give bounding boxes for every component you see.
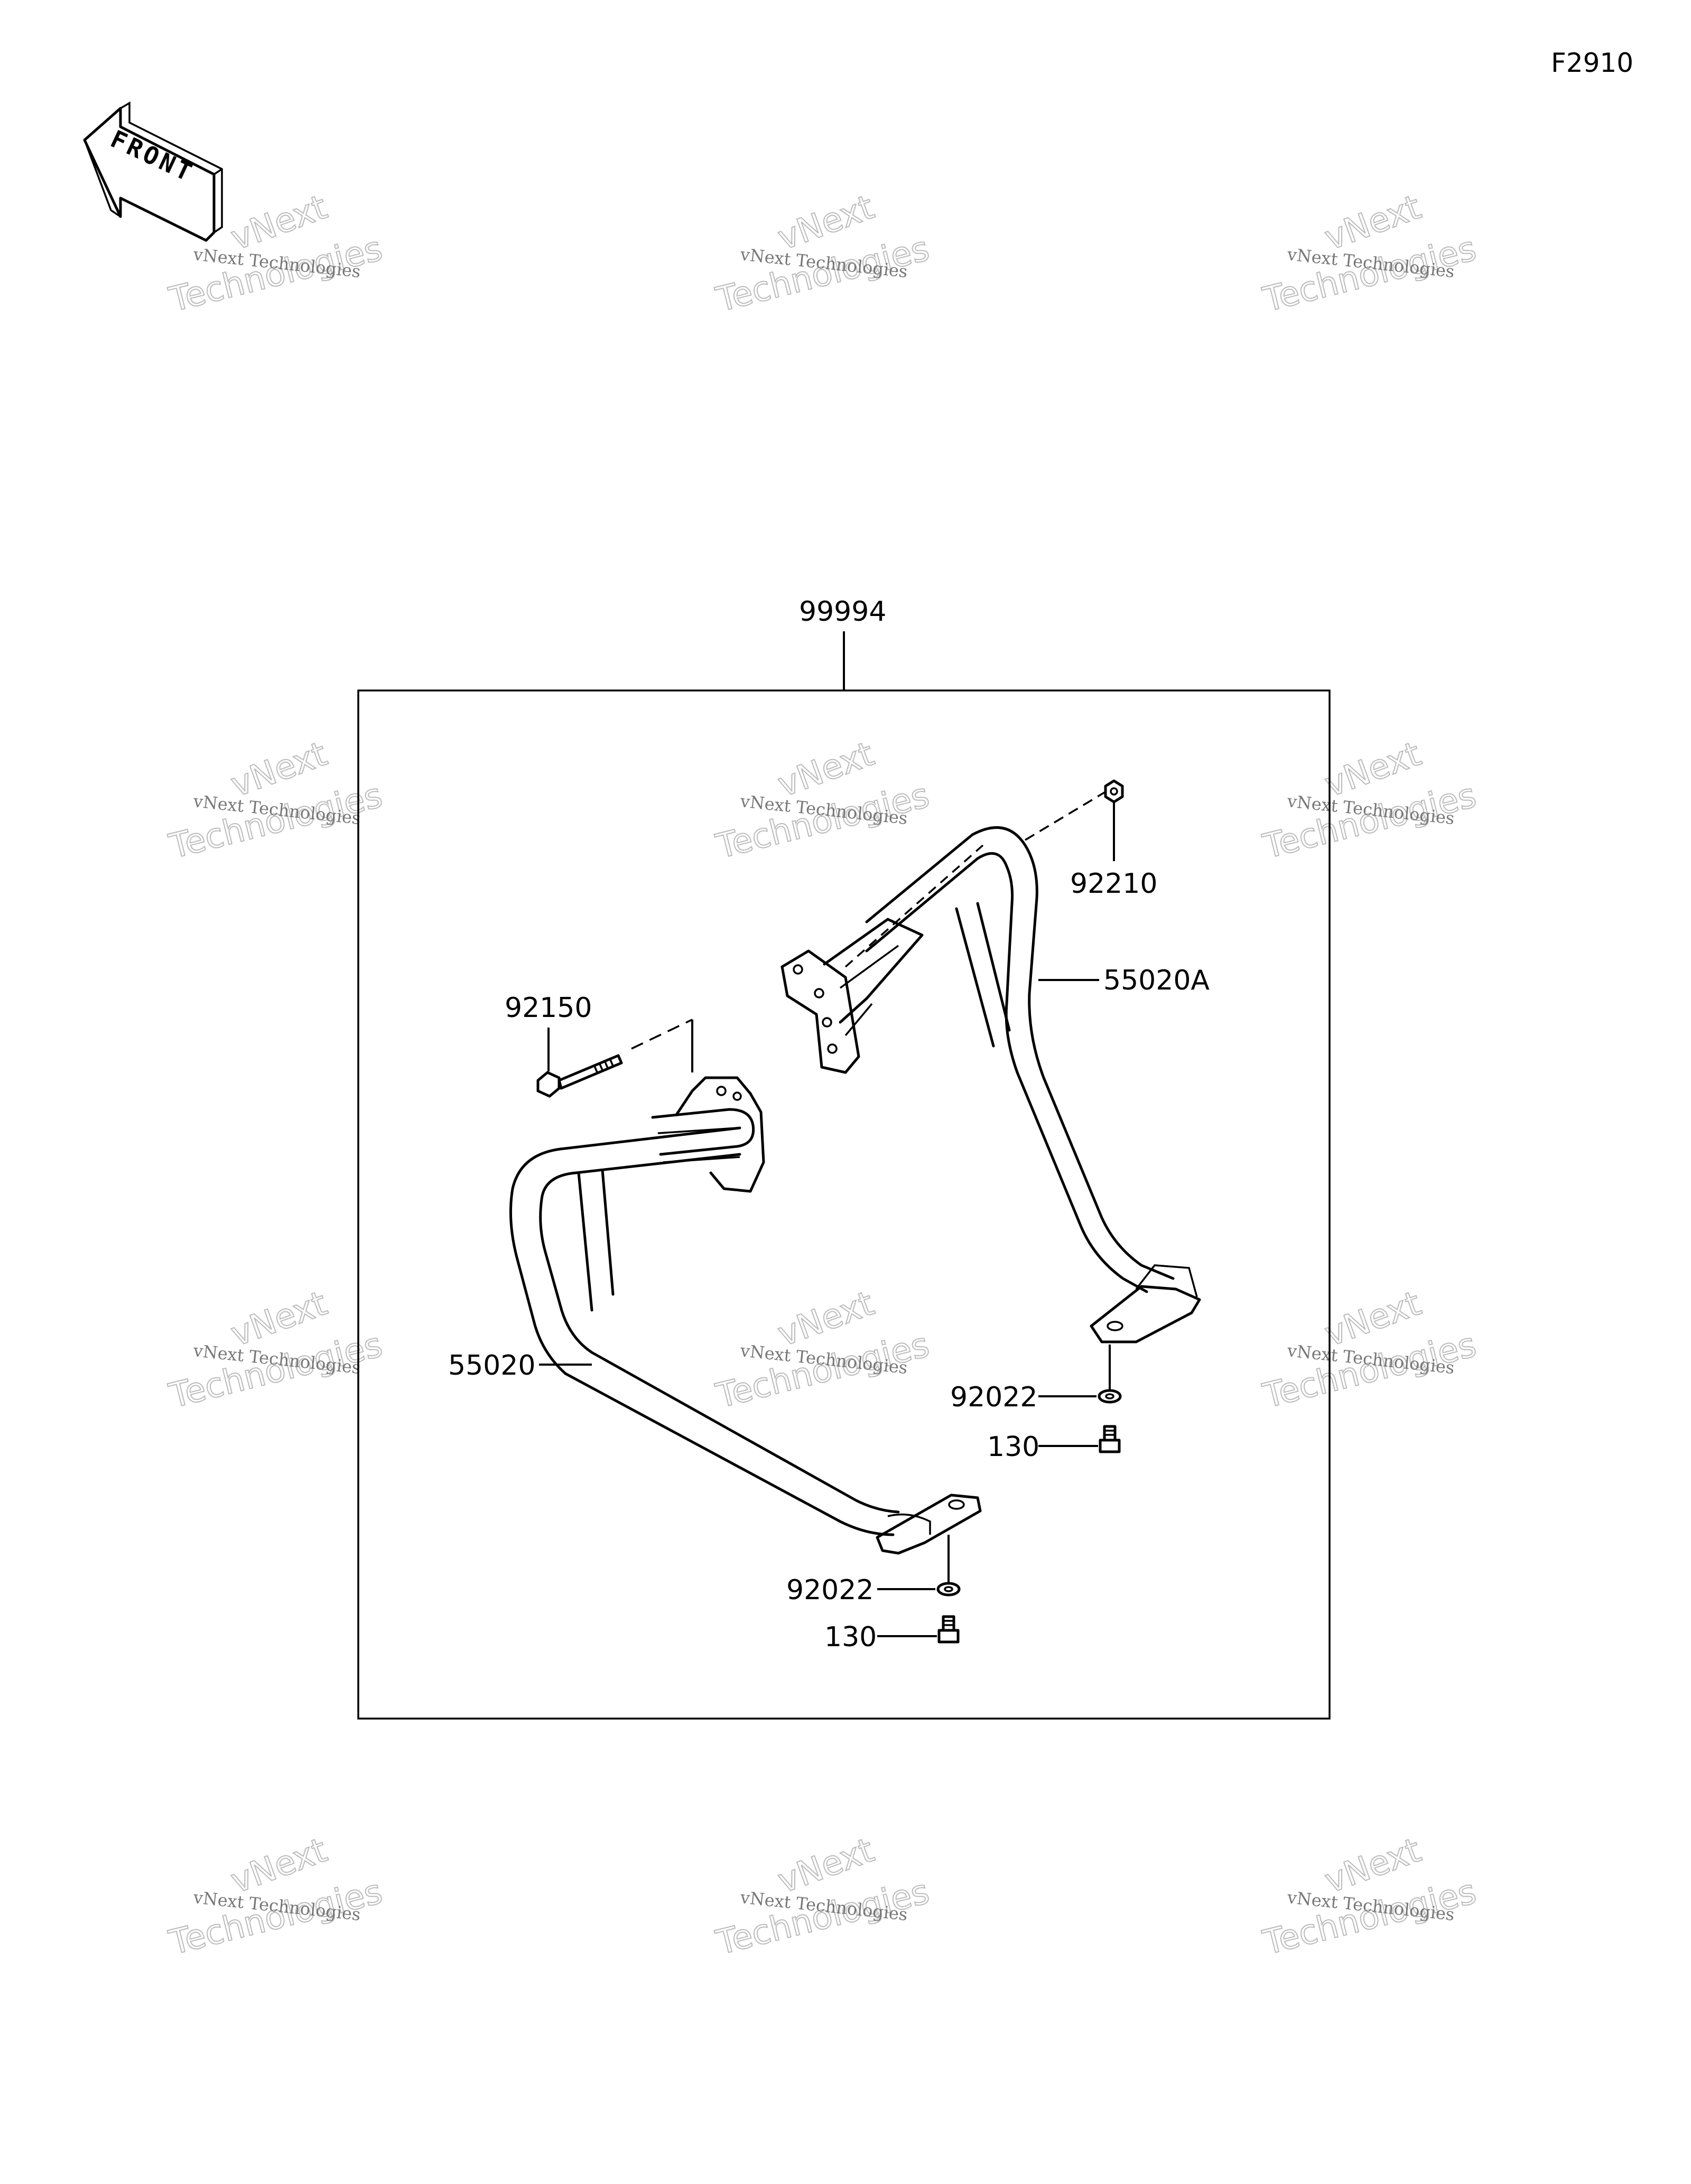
long-bolt-icon[interactable] (536, 1054, 623, 1098)
bolt-icon[interactable] (1099, 1425, 1121, 1453)
nut-icon[interactable] (1104, 779, 1124, 804)
watermark: vNext Technologies vNext Technologies (712, 1283, 934, 1416)
watermark: vNext Technologies vNext Technologies (165, 734, 387, 867)
figure-code: F2910 (1551, 48, 1633, 78)
bolt-icon[interactable] (937, 1615, 960, 1644)
callout-guard-left[interactable]: 55020 (448, 1350, 535, 1382)
washer-icon[interactable] (1098, 1389, 1122, 1404)
watermark: vNext Technologies vNext Technologies (712, 187, 934, 320)
nut-axis (1025, 791, 1105, 841)
watermarks: vNext Technologies vNext Technologies vN… (165, 187, 1481, 1963)
front-arrow-icon: FRONT (83, 101, 223, 242)
watermark: vNext Technologies vNext Technologies (165, 1830, 387, 1963)
watermark: vNext Technologies vNext Technologies (165, 1283, 387, 1416)
callout-bolt-left[interactable]: 130 (824, 1621, 877, 1653)
callout-guard-right[interactable]: 55020A (1103, 965, 1210, 996)
callout-kit[interactable]: 99994 (799, 596, 886, 628)
watermark: vNext Technologies vNext Technologies (1259, 734, 1481, 867)
watermark: vNext Technologies vNext Technologies (712, 734, 934, 867)
watermark: vNext Technologies vNext Technologies (1259, 187, 1481, 320)
watermark: vNext Technologies vNext Technologies (1259, 1830, 1481, 1963)
watermark: vNext Technologies vNext Technologies (1259, 1283, 1481, 1416)
callout-bolt[interactable]: 92150 (505, 992, 592, 1024)
engine-guard-left[interactable] (509, 1076, 982, 1555)
washer-icon[interactable] (936, 1582, 961, 1597)
long-bolt-axis (631, 1019, 693, 1050)
engine-guard-right[interactable] (781, 826, 1201, 1343)
callout-washer-left[interactable]: 92022 (786, 1574, 874, 1606)
callout-bolt-right[interactable]: 130 (987, 1431, 1039, 1463)
watermark: vNext Technologies vNext Technologies (712, 1830, 934, 1963)
kit-frame (357, 689, 1331, 1720)
callout-washer-right[interactable]: 92022 (950, 1382, 1037, 1413)
callout-nut[interactable]: 92210 (1070, 868, 1157, 900)
watermark: vNext Technologies vNext Technologies (165, 187, 387, 320)
